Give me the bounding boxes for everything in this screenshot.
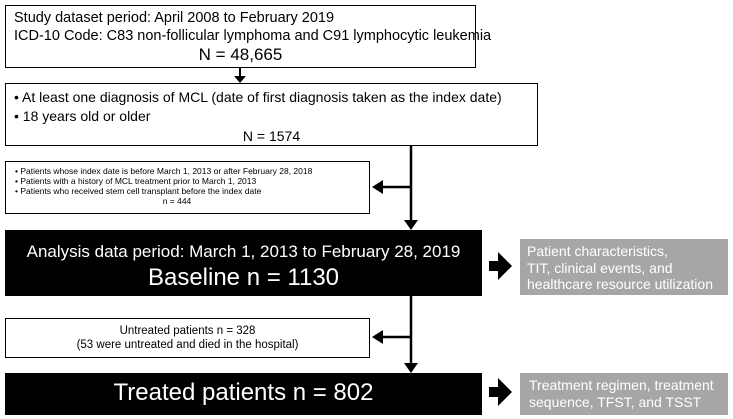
- baseline-box: Analysis data period: March 1, 2013 to F…: [5, 230, 482, 296]
- arrow-down-icon: [404, 296, 418, 373]
- icd-code-text: ICD-10 Code: C83 non-follicular lymphoma…: [14, 27, 492, 44]
- treated-outcome-line: Treatment regimen, treatment: [529, 377, 714, 393]
- exclusion-item: • Patients whose index date is before Ma…: [15, 166, 313, 176]
- exclusion-item: • Patients who received stem cell transp…: [15, 186, 262, 196]
- baseline-count: Baseline n = 1130: [147, 264, 340, 291]
- arrow-left-icon: [372, 330, 411, 344]
- baseline-outcome-line: TIT, clinical events, and: [527, 259, 673, 276]
- untreated-box: Untreated patients n = 328 (53 were untr…: [5, 318, 370, 358]
- exclusion-item: • Patients with a history of MCL treatme…: [15, 176, 257, 186]
- study-count: N = 48,665: [198, 45, 283, 64]
- treated-outcome-line: sequence, TFST, and TSST: [529, 393, 702, 410]
- baseline-outcome-line: healthcare resource utilization: [527, 276, 713, 292]
- block-arrow-right-icon: [489, 378, 512, 406]
- exclusion-criteria-box: • Patients whose index date is before Ma…: [5, 161, 370, 214]
- baseline-outcome-line: Patient characteristics,: [527, 243, 668, 259]
- study-dataset-box: Study dataset period: April 2008 to Febr…: [5, 5, 492, 68]
- block-arrow-right-icon: [489, 252, 512, 280]
- exclusion-count: n = 444: [162, 196, 192, 206]
- arrow-down-icon: [404, 146, 418, 230]
- arrow-down-icon: [234, 68, 246, 83]
- treated-count: Treated patients n = 802: [113, 379, 374, 406]
- study-period-text: Study dataset period: April 2008 to Febr…: [14, 10, 335, 26]
- inclusion-item: • 18 years old or older: [14, 108, 151, 124]
- inclusion-criteria-box: • At least one diagnosis of MCL (date of…: [5, 83, 538, 146]
- untreated-died-note: (53 were untreated and died in the hospi…: [76, 339, 299, 351]
- treated-box: Treated patients n = 802: [5, 373, 482, 415]
- arrow-left-icon: [372, 180, 411, 194]
- inclusion-item: • At least one diagnosis of MCL (date of…: [14, 89, 502, 105]
- untreated-count: Untreated patients n = 328: [119, 325, 256, 337]
- treated-outcomes-box: Treatment regimen, treatment sequence, T…: [520, 373, 728, 415]
- analysis-period-text: Analysis data period: March 1, 2013 to F…: [26, 242, 461, 261]
- inclusion-count: N = 1574: [242, 128, 301, 144]
- baseline-outcomes-box: Patient characteristics, TIT, clinical e…: [520, 239, 728, 295]
